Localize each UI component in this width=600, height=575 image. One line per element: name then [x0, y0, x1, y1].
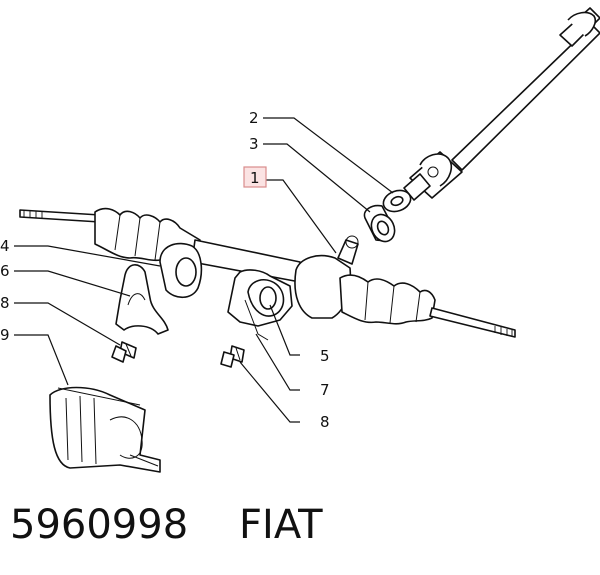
callout-8-left: 8	[0, 294, 10, 312]
bolt-part-8-left	[111, 341, 137, 363]
callout-7: 7	[320, 381, 330, 399]
callout-1: 1	[250, 169, 260, 187]
callout-3: 3	[249, 135, 259, 153]
callout-4: 4	[0, 237, 10, 255]
mount-bushing-part-4	[159, 242, 203, 299]
callout-5: 5	[320, 347, 330, 365]
part-caption: 5960998 FIAT	[10, 502, 323, 548]
leader-lines	[14, 117, 394, 423]
callout-1-highlight-box	[243, 166, 267, 188]
part-number: 5960998	[10, 502, 189, 548]
steering-column-shaft	[403, 7, 600, 201]
bolt-part-8-right	[220, 345, 245, 368]
brand-name: FIAT	[239, 502, 323, 548]
callout-9: 9	[0, 326, 10, 344]
callout-2: 2	[249, 109, 259, 127]
clamp-bracket-part-6	[115, 264, 169, 335]
callout-8-right: 8	[320, 413, 330, 431]
bushing-part-3	[363, 204, 396, 243]
universal-joint-lower	[403, 151, 463, 201]
cover-guard-part-9	[49, 386, 161, 473]
washer-part-2	[382, 189, 412, 213]
mount-bracket-part-5-7	[227, 269, 293, 341]
exploded-parts-diagram: 2 3 1 4 6 8 9 5 7 8	[0, 7, 600, 473]
callout-6: 6	[0, 262, 10, 280]
